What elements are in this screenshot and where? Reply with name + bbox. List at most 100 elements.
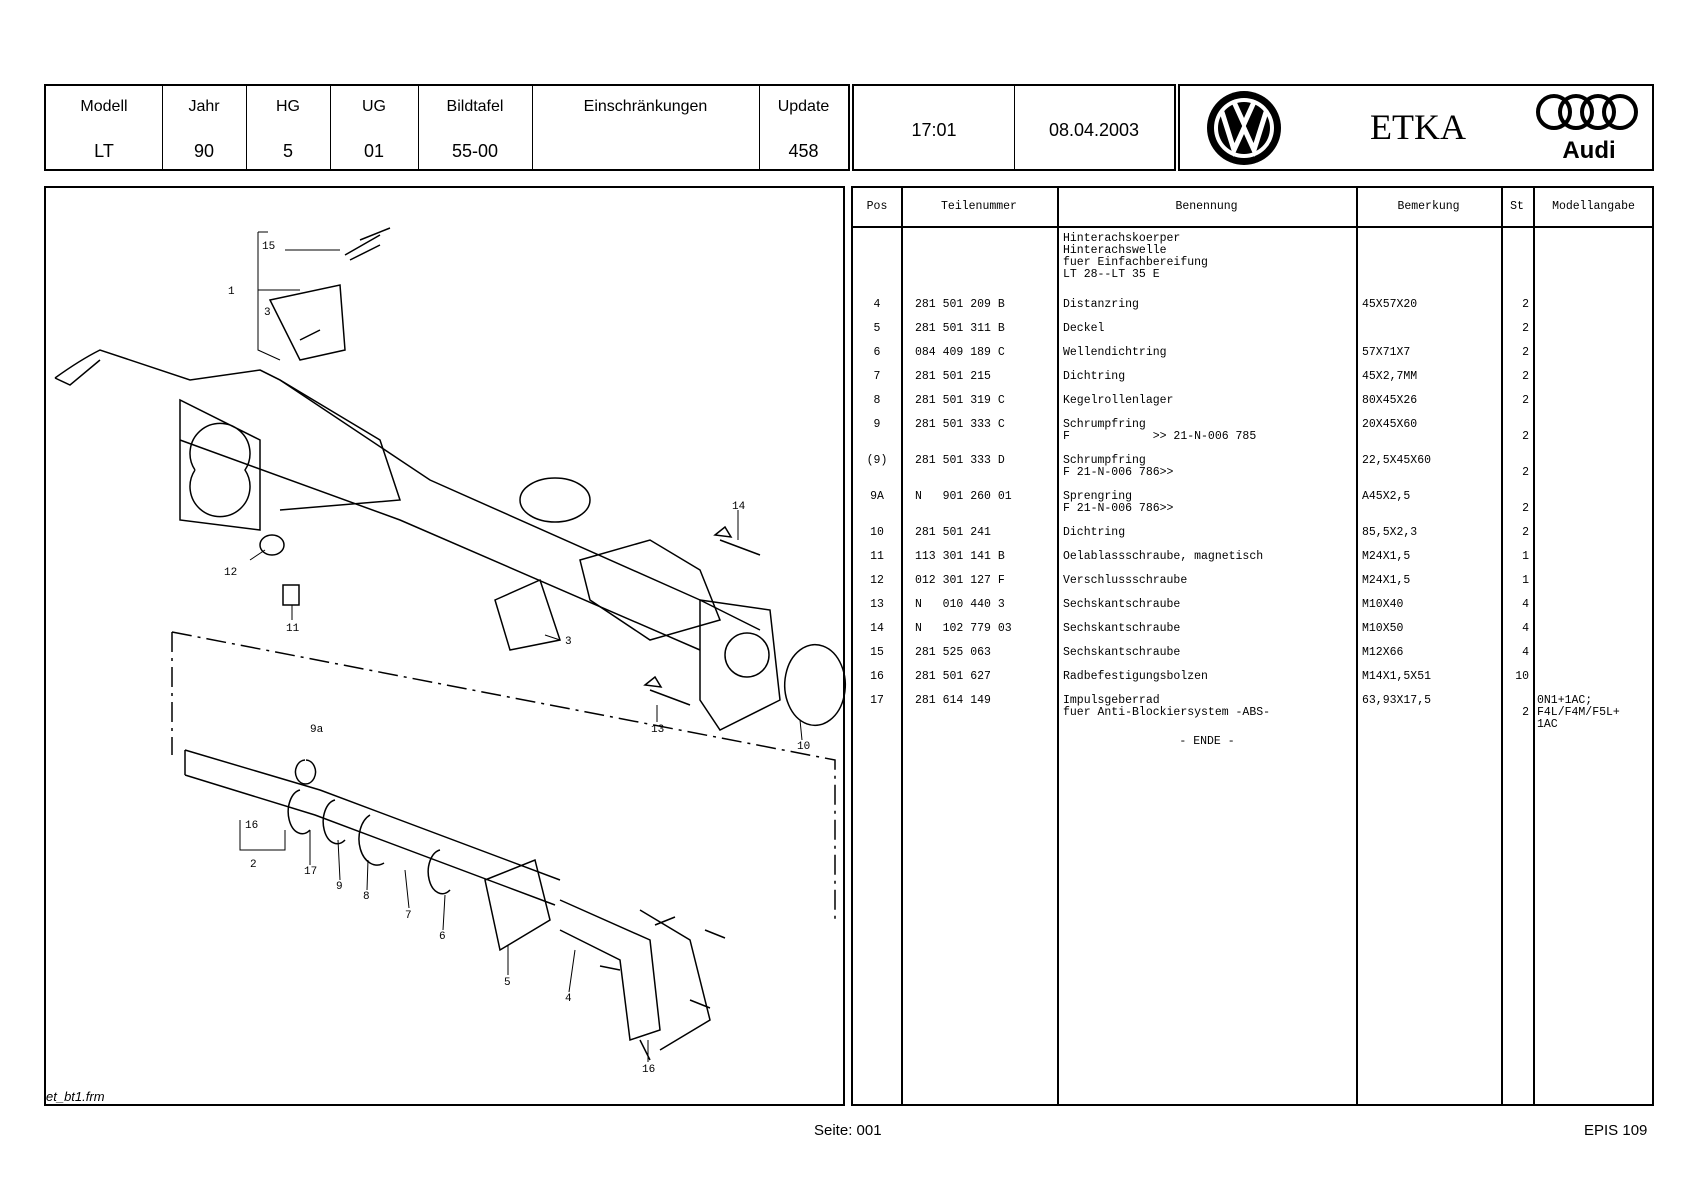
cell-qty: 2 (1522, 466, 1529, 479)
cell-name: Distanzring (1063, 298, 1139, 311)
col-divider (1356, 188, 1503, 1104)
cell-name: Kegelrollenlager (1063, 394, 1174, 407)
cell-qty: 2 (1522, 706, 1529, 719)
cell-qty: 2 (1522, 298, 1529, 311)
cell-pos: 17 (870, 694, 884, 707)
cell-pos: 16 (870, 670, 884, 683)
hg-label: HG (276, 98, 300, 115)
cell-part: 281 501 333 D (915, 454, 1005, 467)
bildtafel-value: 55-00 (451, 141, 499, 161)
cell-part: 084 409 189 C (915, 346, 1005, 359)
intro-line: Hinterachskoerper (1063, 232, 1181, 245)
cell-remark: M14X1,5X51 (1362, 670, 1432, 683)
cell-remark: 45X57X20 (1362, 298, 1418, 311)
jahr-label: Jahr (188, 98, 220, 115)
cell-remark: 57X71X7 (1362, 346, 1411, 359)
column-header-teilenummer: Teilenummer (941, 200, 1017, 213)
cell-qty: 1 (1522, 574, 1529, 587)
cell-pos: (9) (866, 454, 888, 467)
cell-name: Schrumpfring (1063, 418, 1146, 431)
intro-line: fuer Einfachbereifung (1063, 256, 1208, 269)
cell-part: 281 525 063 (915, 646, 991, 659)
cell-pos: 14 (870, 622, 884, 635)
modell-label: Modell (80, 98, 128, 115)
cell-name: Dichtring (1063, 526, 1126, 539)
cell-part: N 010 440 3 (915, 598, 1005, 611)
cell-qty: 10 (1515, 670, 1529, 683)
cell-remark: M10X50 (1362, 622, 1404, 635)
jahr-value: 90 (193, 141, 215, 161)
column-header-st: St (1510, 200, 1524, 213)
col-divider (1501, 188, 1535, 1104)
column-header-bemerkung: Bemerkung (1397, 200, 1460, 213)
date-value: 08.04.2003 (1048, 120, 1140, 140)
cell-part: N 102 779 03 (915, 622, 1012, 635)
cell-qty: 4 (1522, 622, 1529, 635)
cell-name: Sprengring (1063, 490, 1133, 503)
cell-remark: M12X66 (1362, 646, 1404, 659)
cell-part: 281 501 215 (915, 370, 991, 383)
cell-pos: 15 (870, 646, 884, 659)
cell-model: 0N1+1AC; F4L/F4M/F5L+ 1AC (1537, 694, 1620, 731)
cell-name: Radbefestigungsbolzen (1063, 670, 1208, 683)
cell-part: 281 501 627 (915, 670, 991, 683)
cell-pos: 7 (873, 370, 881, 383)
ug-value: 01 (363, 141, 385, 161)
cell-qty: 2 (1522, 346, 1529, 359)
intro-text: Hinterachskoerper Hinterachswelle fuer E… (1063, 233, 1208, 281)
cell-name: Deckel (1063, 322, 1105, 335)
cell-remark: 20X45X60 (1362, 418, 1418, 431)
column-header-benennung: Benennung (1175, 200, 1238, 213)
header-time: 17:01 (854, 86, 1015, 169)
cell-remark: M24X1,5 (1362, 550, 1411, 563)
system-version: EPIS 109 (1584, 1122, 1648, 1139)
cell-part: 281 501 311 B (915, 322, 1005, 335)
cell-pos: 13 (870, 598, 884, 611)
cell-qty: 4 (1522, 646, 1529, 659)
cell-name: Schrumpfring (1063, 454, 1146, 467)
cell-pos: 11 (870, 550, 884, 563)
audi-logo: Audi (1536, 94, 1638, 164)
update-label: Update (777, 98, 830, 115)
hg-value: 5 (282, 141, 293, 161)
cell-remark: M10X40 (1362, 598, 1404, 611)
cell-pos: 8 (873, 394, 881, 407)
cell-name-line2: fuer Anti-Blockiersystem -ABS- (1063, 706, 1271, 719)
cell-part: 281 501 333 C (915, 418, 1005, 431)
column-header-pos: Pos (866, 200, 888, 213)
intro-line: Hinterachswelle (1063, 244, 1167, 257)
header-divider (853, 226, 1652, 228)
exploded-view-panel: et_bt1.frm (44, 186, 845, 1106)
cell-name: Verschlussschraube (1063, 574, 1188, 587)
cell-pos: 9 (873, 418, 881, 431)
intro-line: LT 28--LT 35 E (1063, 268, 1160, 281)
cell-name-line2: F >> 21-N-006 785 (1063, 430, 1257, 443)
cell-name: Sechskantschraube (1063, 646, 1181, 659)
end-marker: - ENDE - (1179, 735, 1235, 748)
cell-name: Sechskantschraube (1063, 622, 1181, 635)
cell-name: Oelablassschraube, magnetisch (1063, 550, 1264, 563)
cell-pos: 9A (870, 490, 884, 503)
cell-part: 281 501 241 (915, 526, 991, 539)
cell-pos: 6 (873, 346, 881, 359)
cell-qty: 1 (1522, 550, 1529, 563)
cell-part: 113 301 141 B (915, 550, 1005, 563)
header-einschraenkungen: Einschränkungen (532, 86, 760, 169)
cell-remark: A45X2,5 (1362, 490, 1411, 503)
header-datetime-box: 17:01 08.04.2003 (852, 84, 1176, 171)
parts-table: Pos Teilenummer Benennung Bemerkung St M… (851, 186, 1654, 1106)
cell-part: 281 614 149 (915, 694, 991, 707)
cell-part: 281 501 319 C (915, 394, 1005, 407)
cell-part: N 901 260 01 (915, 490, 1012, 503)
cell-pos: 12 (870, 574, 884, 587)
cell-remark: 22,5X45X60 (1362, 454, 1432, 467)
header-jahr: Jahr 90 (162, 86, 247, 169)
header-hg: HG 5 (246, 86, 331, 169)
col-divider (853, 188, 903, 1104)
cell-qty: 2 (1522, 502, 1529, 515)
header-brand-box: ETKA Audi (1178, 84, 1654, 171)
cell-part: 281 501 209 B (915, 298, 1005, 311)
